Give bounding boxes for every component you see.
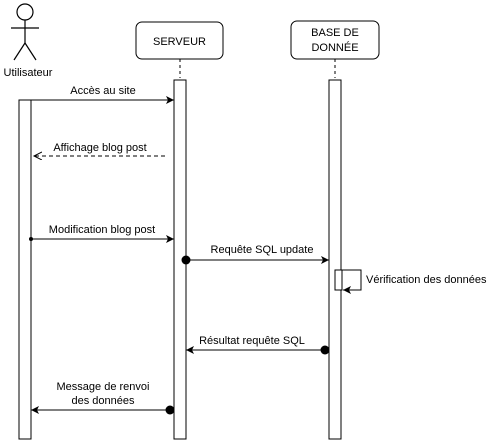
database-activation-bar: [328, 79, 342, 440]
message-access-site-label: Accès au site: [70, 85, 135, 97]
message-data-verification-label: Vérification des données: [366, 274, 487, 286]
message-data-return-label-line1: Message de renvoi: [57, 381, 150, 393]
message-sql-result-label: Résultat requête SQL: [199, 335, 305, 347]
database-participant-label-line1: BASE DE: [311, 27, 359, 39]
message-blog-display-label: Affichage blog post: [53, 142, 146, 154]
message-data-return-label-line2: des données: [72, 395, 135, 407]
message-blog-edit-label: Modification blog post: [49, 224, 155, 236]
actor-user-label: Utilisateur: [4, 67, 53, 79]
database-participant-label-line2: DONNÉE: [311, 41, 358, 54]
database-self-activation-bar: [334, 269, 343, 291]
server-participant-label: SERVEUR: [153, 36, 206, 48]
actor-user-icon: [11, 3, 39, 61]
message-data-verification-arrow: [341, 269, 362, 294]
message-sql-update-label: Requête SQL update: [211, 244, 314, 256]
user-activation-bar: [18, 99, 32, 440]
